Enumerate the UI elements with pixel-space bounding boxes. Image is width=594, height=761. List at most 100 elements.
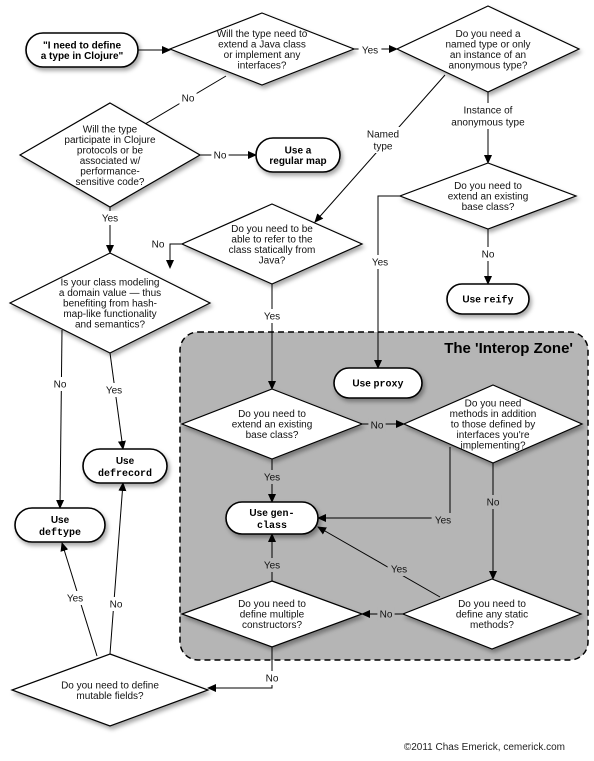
edge-label-text: Yes <box>372 258 388 269</box>
node-text-line: Do you need to <box>238 599 306 610</box>
edge-e13 <box>109 352 126 450</box>
edge-label-e19: No <box>377 607 395 621</box>
node-text-line: Use <box>51 515 70 526</box>
node-text-line: implementing? <box>460 441 525 452</box>
edge-e23 <box>109 482 127 655</box>
edge-label-e22: Yes <box>63 591 87 605</box>
edge-label-e23: No <box>107 597 125 611</box>
edge-label-text: Yes <box>264 473 280 484</box>
edge-e8 <box>166 243 182 269</box>
edge-label-text: No <box>482 250 495 261</box>
node-text-line: named type or only <box>445 39 530 50</box>
edge-e18 <box>317 526 441 598</box>
node-code-text: defrecord <box>98 468 152 480</box>
edge-label-text: No <box>214 151 227 162</box>
node-text-line: an instance of an <box>450 50 526 61</box>
edge-label-text: Instance of <box>464 106 513 117</box>
node-code-text: deftype <box>39 527 81 539</box>
terminal-reify: Use reify <box>446 283 530 315</box>
credit-text: ©2011 Chas Emerick, cemerick.com <box>404 742 565 753</box>
node-text-line: Use proxy <box>352 379 403 391</box>
node-text-line: constructors? <box>242 620 302 631</box>
edge-label-text: No <box>182 94 195 105</box>
edge-label-text: No <box>371 421 384 432</box>
node-text-line: Java? <box>259 255 286 266</box>
node-text-line: Use gen- <box>249 508 294 520</box>
edge-label-e13: Yes <box>102 383 126 397</box>
node-text-line: performance- <box>80 166 139 177</box>
node-text-line: to those defined by <box>451 420 536 431</box>
node-text-line: extend a Java class <box>218 39 306 50</box>
node-text-line: mutable fields? <box>76 691 144 702</box>
edge-label-e4: No <box>211 148 229 162</box>
node-text-line: interfaces you're <box>456 430 529 441</box>
node-text-line: Use reify <box>462 295 513 307</box>
node-text-line: a type in Clojure" <box>41 51 124 62</box>
edge-label-e9: Yes <box>368 255 392 269</box>
edge-label-text: No <box>487 498 500 509</box>
node-text-line: anonymous type? <box>449 60 528 71</box>
edge-label-e7: Yes <box>98 211 122 225</box>
edge-label-e21: No <box>263 671 281 685</box>
node-text-line: interfaces? <box>238 60 287 71</box>
node-text-line: class statically from <box>229 245 316 256</box>
node-text-line: methods? <box>470 620 514 631</box>
edge-label-e2: Yes <box>358 43 382 57</box>
node-text-line: sensitive code? <box>76 177 145 188</box>
node-text-line: protocols or be <box>77 145 144 156</box>
edge-label-text: No <box>380 610 393 621</box>
node-text-line: Do you need to <box>454 181 522 192</box>
edge-label-text: Yes <box>264 312 280 323</box>
edge-label-e10: No <box>479 247 497 261</box>
node-text-line: Will the type need to <box>217 29 308 40</box>
edge-label-e16: Yes <box>431 513 455 527</box>
node-text-line: Is your class modeling <box>61 278 160 289</box>
node-text-line: participate in Clojure <box>64 135 156 146</box>
edge-e14 <box>56 329 65 509</box>
node-text-line: Do you need to <box>458 599 526 610</box>
edge-label-text: Named <box>367 130 399 141</box>
node-text-line: able to refer to the <box>231 234 313 245</box>
edge-label-e3: No <box>179 91 197 105</box>
node-text-line: benefiting from hash- <box>63 299 157 310</box>
node-text-line: Do you need <box>465 399 522 410</box>
edge-label-text: Yes <box>362 46 378 57</box>
node-text-line: Use a <box>285 145 312 156</box>
node-text-line: methods in addition <box>450 409 537 420</box>
terminal-proxy: Use proxy <box>333 367 423 399</box>
edge-label-text: Yes <box>67 594 83 605</box>
edge-label-text: No <box>152 240 165 251</box>
edge-label-text: Yes <box>102 214 118 225</box>
edge-label-text: Yes <box>106 386 122 397</box>
edge-label-text: Yes <box>435 516 451 527</box>
edge-e9 <box>374 195 400 369</box>
edge-label-text: type <box>374 142 393 153</box>
terminal-gen-class: Use gen-class <box>225 501 319 535</box>
edge-label-text: Yes <box>391 565 407 576</box>
node-text-line: Do you need a <box>455 29 520 40</box>
node-text-line: Do you need to be <box>231 224 313 235</box>
node-text-line: map-like functionality <box>63 309 156 320</box>
node-text-line: Will the type <box>83 124 138 135</box>
edge-label-e12: No <box>368 418 386 432</box>
node-text-line: Do you need to <box>238 409 306 420</box>
edge-label-e17: No <box>484 495 502 509</box>
interop-zone-title: The 'Interop Zone' <box>444 340 573 357</box>
edge-label-e18: Yes <box>387 562 411 576</box>
